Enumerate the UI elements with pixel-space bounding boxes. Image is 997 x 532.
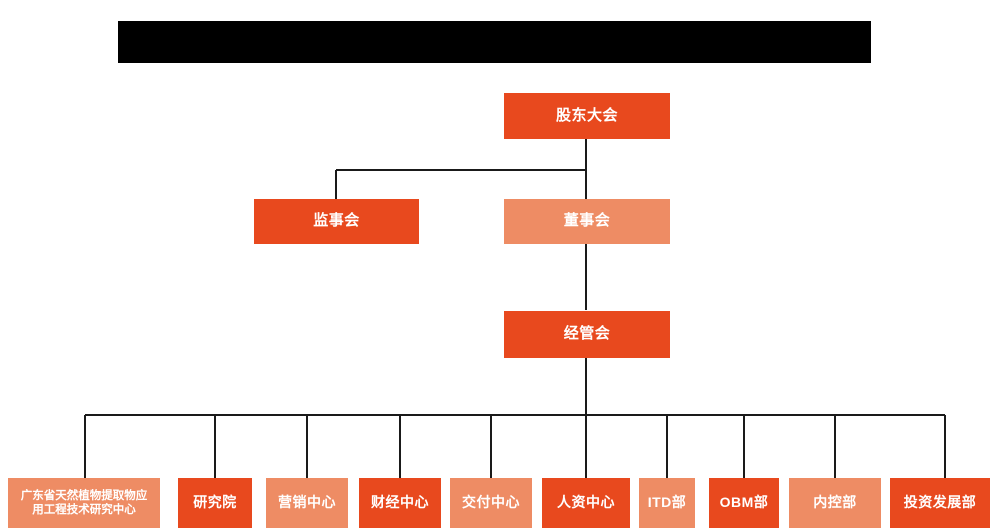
node-itd-department[interactable]: ITD部: [639, 478, 695, 528]
node-label: 股东大会: [555, 106, 618, 124]
node-obm-department[interactable]: OBM部: [709, 478, 779, 528]
node-label: 营销中心: [278, 494, 336, 511]
node-label: ITD部: [647, 494, 687, 511]
node-label: 财经中心: [371, 494, 429, 511]
node-label: 监事会: [313, 212, 360, 230]
node-finance-center[interactable]: 财经中心: [359, 478, 441, 528]
node-board-of-supervisors[interactable]: 监事会: [254, 199, 419, 244]
node-label: 广东省天然植物提取物应 用工程技术研究中心: [20, 489, 148, 516]
node-internal-control-department[interactable]: 内控部: [789, 478, 881, 528]
node-label: OBM部: [719, 494, 769, 511]
node-label: 董事会: [563, 212, 611, 230]
node-research-institute[interactable]: 研究院: [178, 478, 252, 528]
node-board-of-directors[interactable]: 董事会: [504, 199, 670, 244]
node-label: 内控部: [813, 494, 857, 511]
node-label: 交付中心: [462, 494, 520, 511]
redacted-title-bar: [118, 21, 871, 63]
node-marketing-center[interactable]: 营销中心: [266, 478, 348, 528]
node-label: 研究院: [193, 494, 237, 511]
node-guangdong-natural-plant-extract-engineering-research-center[interactable]: 广东省天然植物提取物应 用工程技术研究中心: [8, 478, 160, 528]
node-label: 经管会: [563, 325, 611, 343]
node-shareholders-meeting[interactable]: 股东大会: [504, 93, 670, 139]
node-management-committee[interactable]: 经管会: [504, 311, 670, 358]
node-label: 人资中心: [557, 494, 615, 511]
node-label: 投资发展部: [903, 494, 977, 511]
node-investment-development-department[interactable]: 投资发展部: [890, 478, 990, 528]
node-delivery-center[interactable]: 交付中心: [450, 478, 532, 528]
node-hr-center[interactable]: 人资中心: [542, 478, 630, 528]
